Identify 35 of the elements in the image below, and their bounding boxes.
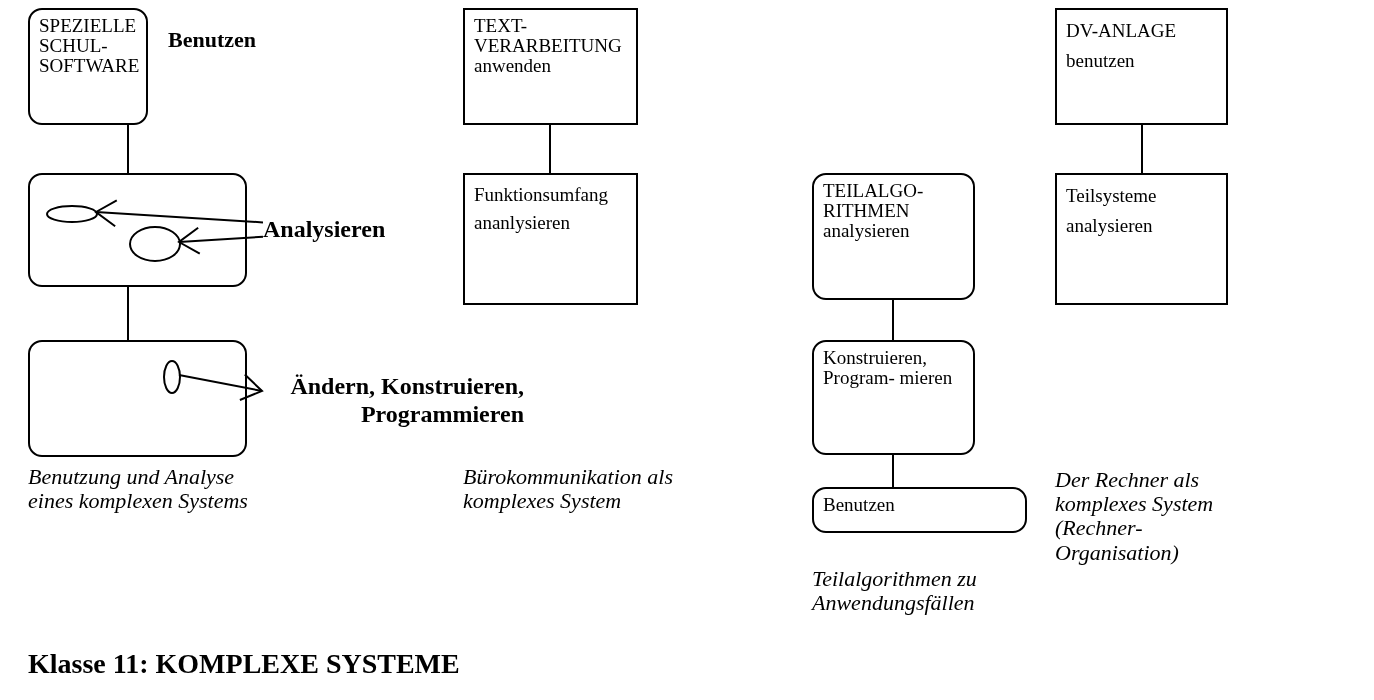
category-label: Benutzen (168, 28, 257, 53)
category-label: Analysieren (263, 216, 443, 244)
connector-line (1141, 124, 1143, 174)
process-box (28, 8, 148, 125)
rounded-box (28, 173, 247, 287)
arrow (95, 199, 264, 228)
connector-line (127, 124, 129, 174)
box-text: DV-ANLAGE benutzen (1066, 19, 1178, 74)
box-text: Teilsysteme analysieren (1066, 184, 1158, 239)
process-box (463, 8, 638, 125)
title: Klasse 11: KOMPLEXE SYSTEME (28, 648, 460, 680)
process-box (463, 173, 638, 305)
box-text: TEXT- VERARBEITUNG anwenden (474, 16, 623, 76)
caption: Der Rechner als komplexes System (Rechner- Organisation) (1055, 468, 1215, 565)
connector-line (892, 299, 894, 341)
connector-line (127, 286, 129, 341)
arrow (178, 226, 264, 255)
box-text: Funktionsumfang ananlysieren (474, 183, 610, 235)
connector-line (892, 454, 894, 488)
process-box (812, 173, 975, 300)
caption: Teilalgorithmen zu Anwendungsfällen (812, 567, 978, 616)
box-text: Benutzen (823, 495, 896, 515)
box-text: TEILALGO- RITHMEN analysieren (823, 181, 925, 241)
caption: Benutzung und Analyse eines komplexen Systems (28, 465, 249, 514)
caption: Bürokommunikation als komplexes System (463, 465, 674, 514)
process-box (1055, 173, 1228, 305)
process-box (812, 340, 975, 455)
box-text: SPEZIELLE SCHUL- SOFTWARE (39, 16, 141, 76)
box-text: Konstruieren, Program- mieren (823, 348, 954, 388)
arrow (178, 373, 263, 401)
process-box (812, 487, 1027, 533)
rounded-box (28, 340, 247, 457)
connector-line (549, 124, 551, 174)
process-box (1055, 8, 1228, 125)
category-label: Ändern, Konstruieren, Programmieren (262, 373, 524, 429)
